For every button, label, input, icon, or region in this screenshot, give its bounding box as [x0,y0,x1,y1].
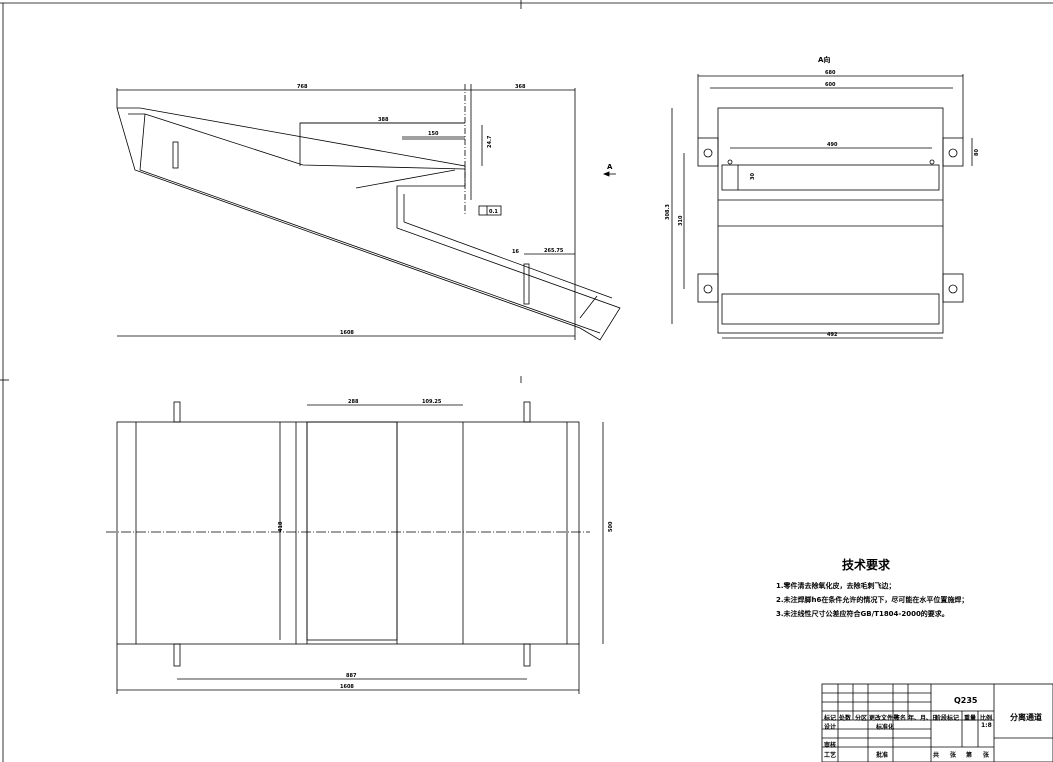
dim-600: 600 [825,82,836,88]
tb-process: 工艺 [824,752,837,759]
tb-scale-label: 比例 [980,715,993,722]
dim-80: 80 [974,149,980,156]
plan-lug-tr [523,401,531,423]
tb-stage: 阶段标记 [935,715,960,722]
slot-hole-r [929,159,935,165]
tb-h-zone: 分区 [855,715,868,722]
tb-frame [821,683,1053,762]
tech-item-2: 2.未注焊脚h6在条件允许的情况下，尽可能在水平位置施焊； [776,596,969,604]
dim-887: 887 [346,673,357,679]
tb-total: 共 [933,752,940,759]
slot-hole-l [727,159,733,165]
tb-h-date: 年、月、日 [908,715,939,722]
dim-418: 418 [278,521,284,532]
hole-tl [703,148,713,158]
tb-design: 设计 [824,724,837,731]
dim-768: 768 [297,84,308,90]
chute-end [579,295,598,319]
tb-approve: 批准 [876,752,889,759]
tech-item-1: 1.零件清去除氧化皮，去除毛刺飞边； [776,582,896,590]
end-view [671,74,973,339]
end-ear-br [942,273,964,303]
tb-page: 第 [966,752,973,759]
dim-680: 680 [825,70,836,76]
end-body [717,107,944,334]
tb-material: Q235 [954,696,978,705]
tb-h-change: 更改文件号 [869,715,900,722]
tb-weight: 重量 [964,715,977,722]
tech-title: 技术要求 [842,558,891,572]
mount-plate-left [172,141,179,169]
dim-310: 310 [678,215,684,226]
tb-h-count: 处数 [839,715,852,722]
end-ear-tr [942,137,964,167]
dim-30: 30 [750,173,756,180]
tb-standard: 标准化 [876,724,895,731]
plan-lug-bl [173,643,181,667]
tb-scale: 1:8 [981,722,992,729]
dim-308: 308.3 [665,204,671,220]
tb-part-name: 分离通道 [1010,713,1042,722]
tb-sheet-unit: 张 [950,752,957,759]
hole-tr [948,148,958,158]
dim-265: 265.75 [544,248,564,254]
hole-bl [703,284,713,294]
view-a-top-label: A向 [818,55,830,64]
dim-368: 368 [515,84,526,90]
tb-h-sign: 签名 [894,715,907,722]
upper-tab [299,122,465,166]
dim-24: 24.7 [487,135,493,148]
dim-288: 288 [348,399,359,405]
view-arrow-head [602,171,610,177]
chute-lip2 [403,221,613,299]
plan-body [116,421,580,645]
dim-500: 500 [608,521,614,532]
dim-490: 490 [827,142,838,148]
dimension-texts: 768 368 388 150 24.7 16 265.75 1608 0.1 … [278,55,980,690]
dim-109: 109.25 [422,399,442,405]
dim-16: 16 [512,249,519,255]
chute-inner-2 [139,113,601,334]
tb-review: 审核 [824,742,837,749]
tb-h-mark: 标记 [824,715,837,722]
plan-lug-br [523,643,531,667]
end-top-slot [721,164,940,191]
end-ear-tl [697,137,719,167]
hole-br [948,284,958,294]
plan-view [106,401,604,694]
chute-inner [128,113,466,170]
mount-plate-right [523,263,530,305]
end-bottom-slot [721,293,940,325]
tech-item-3: 3.未注线性尺寸公差应符合GB/T1804-2000的要求。 [776,610,949,618]
side-view [116,84,621,341]
dim-150: 150 [428,131,439,137]
end-ear-bl [697,273,719,303]
title-block [821,683,1053,762]
tb-sheet-unit2: 张 [983,752,990,759]
dim-leader [355,169,456,189]
flatness-frame [478,205,502,216]
plan-lug-tl [173,401,181,423]
dim-388: 388 [378,117,389,123]
dim-1608-plan: 1608 [340,684,354,690]
view-a-label: A [607,163,613,171]
technical-requirements: 技术要求 1.零件清去除氧化皮，去除毛刺飞边； 2.未注焊脚h6在条件允许的情况… [776,556,1026,621]
dim-flatness: 0.1 [489,209,498,215]
plan-window [306,421,398,641]
dim-492: 492 [827,332,838,338]
chute-outer [116,107,621,341]
dim-1608-side: 1608 [340,330,354,336]
